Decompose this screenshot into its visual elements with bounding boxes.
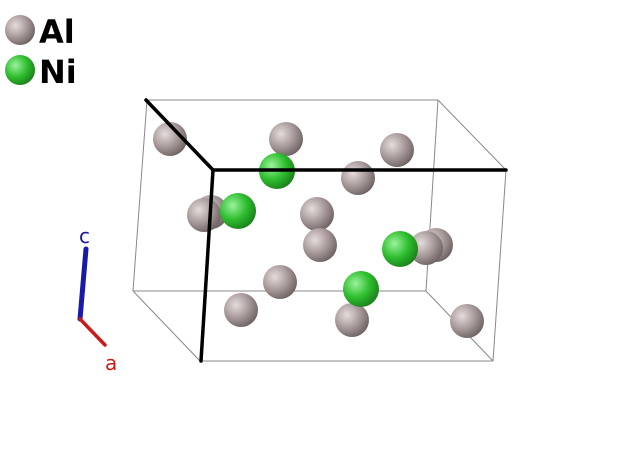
ni-legend-swatch [5,55,35,85]
al-atom [450,304,484,338]
legend: Al Ni [5,13,77,91]
al-atom [303,228,337,262]
al-atom [153,122,187,156]
ni-atom [343,271,379,307]
axis-indicator: c a [77,224,117,375]
c-axis-arrow [77,246,89,322]
legend-label-ni: Ni [39,53,77,91]
cell-edge [132,290,201,362]
al-legend-swatch [5,15,35,45]
al-atom [263,265,297,299]
al-atom [269,122,303,156]
cell-edge [132,99,148,292]
al-atom [380,133,414,167]
al-atoms [153,122,484,338]
al-atom [300,197,334,231]
a-axis-arrow [78,317,107,347]
legend-label-al: Al [39,13,75,51]
cell-edge [437,99,507,171]
ni-atom [220,193,256,229]
legend-item-al: Al [5,13,75,51]
cell-edge [492,169,507,362]
a-axis-label: a [105,351,117,375]
legend-item-ni: Ni [5,53,77,91]
cell-axes [144,98,508,363]
al-atom [409,231,443,265]
al-atom [341,161,375,195]
cell-axis-line [144,98,215,172]
c-axis-label: c [79,224,90,248]
al-atom [335,303,369,337]
al-atom [224,293,258,327]
ni-atom [382,231,418,267]
cell-axis-line [199,168,215,363]
al-atom [187,198,221,232]
